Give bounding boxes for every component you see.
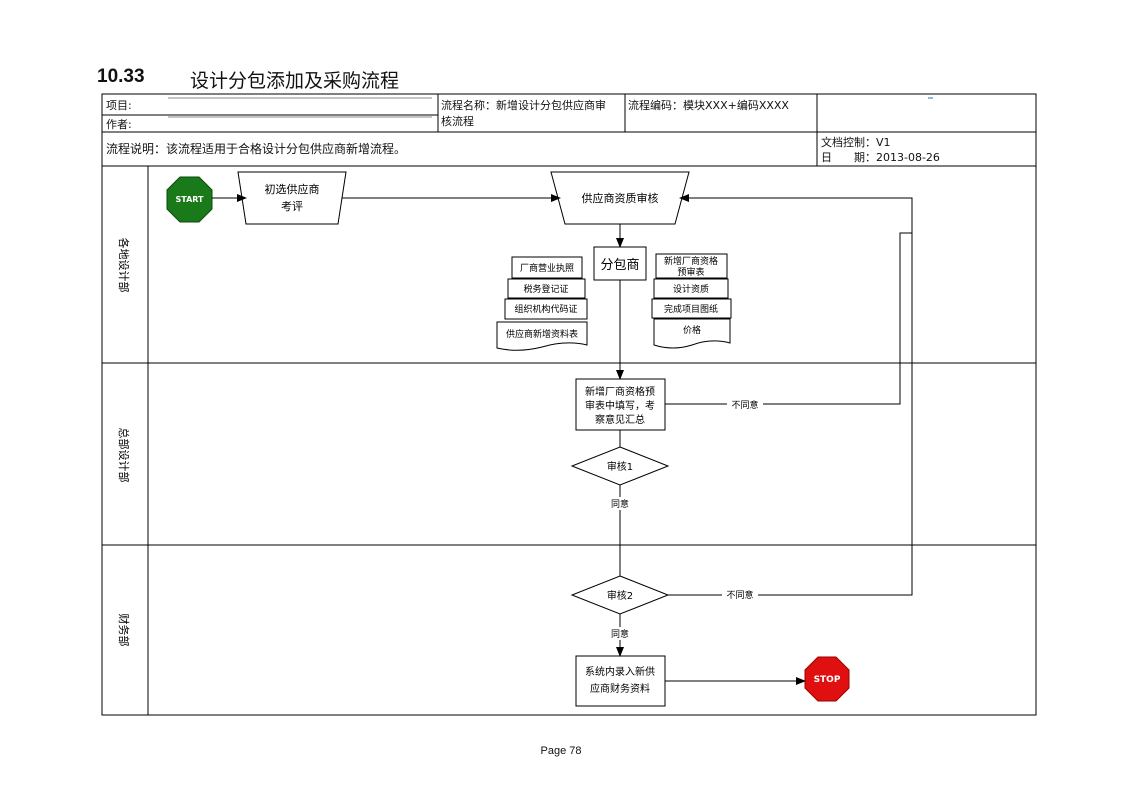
- page-title: 设计分包添加及采购流程: [190, 70, 400, 92]
- start-label: START: [175, 195, 204, 204]
- fill-form-node: 新增厂商资格预 审表中填写，考 察意见汇总: [575, 378, 666, 431]
- lane-label-local-design: 各地设计部: [117, 238, 131, 293]
- doc-left-1: 厂商营业执照: [520, 262, 574, 274]
- process-name-line2: 核流程: [441, 115, 474, 128]
- doc-left-2: 税务登记证: [523, 283, 568, 295]
- review2-label: 审核2: [607, 589, 633, 602]
- initial-screening-node: 初选供应商 考评: [237, 171, 347, 225]
- fill-form-label-3: 察意见汇总: [595, 413, 645, 426]
- initial-screening-label-1: 初选供应商: [265, 182, 320, 196]
- subcontractor-label: 分包商: [600, 258, 639, 273]
- edge-label-agree-1: 同意: [611, 498, 629, 510]
- stop-label: STOP: [814, 675, 841, 685]
- review2-node: 审核2: [570, 575, 670, 615]
- stop-node: STOP: [804, 656, 850, 702]
- initial-screening-label-2: 考评: [281, 200, 303, 213]
- page-number: Page 78: [540, 745, 582, 757]
- doc-right-title-1: 新增厂商资格: [664, 255, 718, 267]
- header-table: [101, 93, 1037, 716]
- doc-left-4: 供应商新增资料表: [506, 328, 578, 340]
- edge-form-disagree-loop: [665, 194, 913, 405]
- supplier-review-label: 供应商资质审核: [582, 191, 659, 205]
- right-doc-stack: 新增厂商资格 预审表 设计资质 完成项目图纸 价格: [651, 253, 732, 349]
- doc-right-2: 完成项目图纸: [664, 303, 718, 315]
- edge-label-disagree-1: 不同意: [731, 399, 758, 411]
- doc-right-3: 价格: [683, 324, 701, 336]
- doc-right-1: 设计资质: [673, 283, 709, 295]
- edge-label-bg: [727, 397, 763, 410]
- left-doc-stack: 厂商营业执照 税务登记证 组织机构代码证 供应商新增资料表: [496, 256, 588, 351]
- process-name-line1: 流程名称：新增设计分包供应商审: [441, 99, 606, 112]
- edge-label-bg: [722, 588, 758, 601]
- author-label: 作者:: [106, 118, 132, 131]
- doc-control: 文档控制：V1: [821, 136, 891, 149]
- review1-label: 审核1: [607, 460, 633, 473]
- process-description: 流程说明：该流程适用于合格设计分包供应商新增流程。: [106, 142, 407, 156]
- project-label: 项目:: [106, 99, 132, 112]
- fill-form-label-1: 新增厂商资格预: [585, 385, 655, 398]
- doc-date: 日 期：2013-08-26: [821, 151, 940, 164]
- process-code: 流程编码：模块XXX+编码XXXX: [628, 99, 789, 112]
- doc-left-3: 组织机构代码证: [514, 303, 577, 315]
- edge-label-bg: [605, 627, 635, 640]
- supplier-review-node: 供应商资质审核: [550, 171, 690, 225]
- doc-right-title-2: 预审表: [677, 266, 704, 278]
- lane-label-finance: 财务部: [117, 614, 131, 647]
- finance-entry-node: 系统内录入新供 应商财务资料: [575, 655, 666, 707]
- edge-label-agree-2: 同意: [611, 628, 629, 640]
- subcontractor-node: 分包商: [593, 246, 647, 281]
- lane-label-hq-design: 总部设计部: [117, 428, 131, 483]
- edge-label-bg: [605, 497, 635, 510]
- review1-node: 审核1: [570, 446, 670, 486]
- finance-entry-label-1: 系统内录入新供: [585, 665, 655, 678]
- fill-form-label-2: 审表中填写，考: [585, 399, 655, 412]
- finance-entry-label-2: 应商财务资料: [590, 682, 650, 695]
- edge-label-disagree-2: 不同意: [726, 589, 753, 601]
- start-node: START: [166, 176, 213, 223]
- section-number: 10.33: [97, 66, 145, 87]
